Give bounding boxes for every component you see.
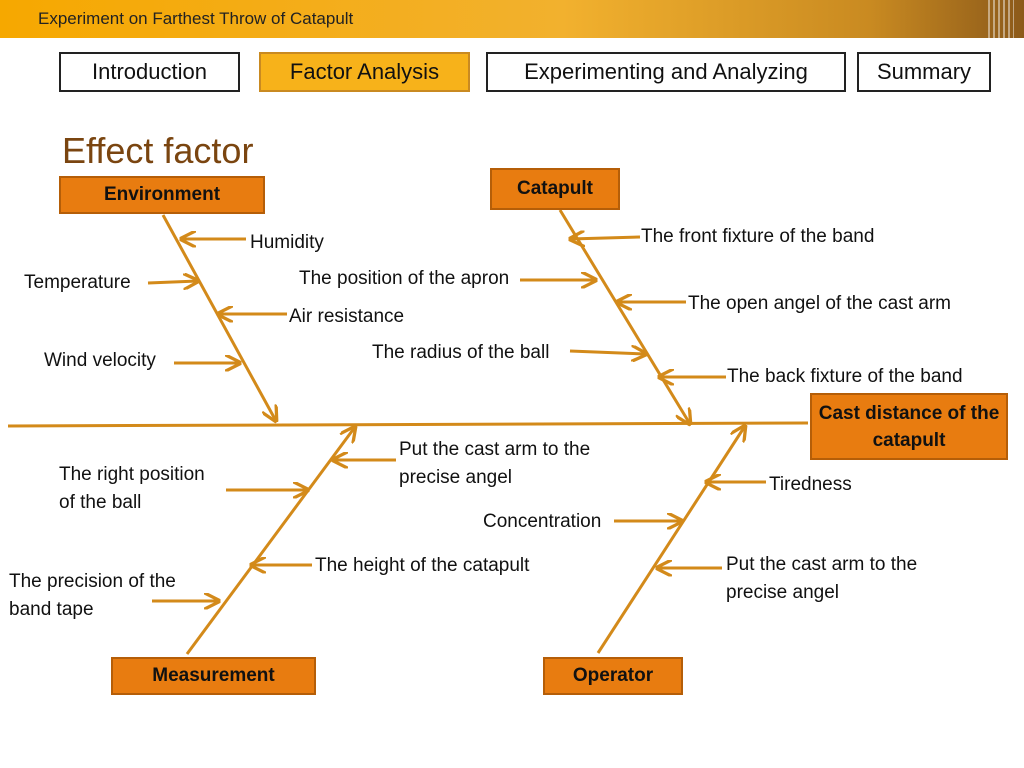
factor-tiredness: Tiredness [769,474,852,495]
factor-back-fixture: The back fixture of the band [727,366,963,387]
title-bar: Experiment on Farthest Throw of Catapult [0,0,1024,38]
operator-bone [596,426,745,654]
factor-height-catapult: The height of the catapult [315,555,530,576]
measurement-bone [185,427,355,655]
factor-wind-velocity: Wind velocity [44,350,156,371]
factor-band-tape: The precision of the band tape [9,571,176,620]
factor-air-resistance: Air resistance [289,306,405,327]
presentation-title: Experiment on Farthest Throw of Catapult [38,9,354,28]
factor-position-apron: The position of the apron [299,268,510,289]
arrow-temperature [147,281,198,283]
category-environment: Environment [59,176,265,214]
category-measurement: Measurement [111,657,316,695]
arrow-radius-ball [569,351,646,354]
factor-front-fixture: The front fixture of the band [641,226,875,247]
factor-humidity: Humidity [250,232,324,253]
tab-introduction[interactable]: Introduction [59,52,240,92]
factor-cast-arm-operator: Put the cast arm to the precise angel [726,554,918,603]
factor-radius-ball: The radius of the ball [372,342,550,363]
factor-concentration: Concentration [483,511,602,532]
category-catapult: Catapult [490,168,620,210]
tab-experimenting-and-analyzing[interactable]: Experimenting and Analyzing [486,52,846,92]
tab-factor-analysis[interactable]: Factor Analysis [259,52,470,92]
spine [7,421,809,428]
factor-temperature: Temperature [24,272,131,293]
title-bar-decoration [988,0,1014,38]
arrow-front-fixture [570,237,641,239]
page-heading: Effect factor [62,130,254,171]
factor-right-position: The right position of the ball [59,464,205,513]
tab-summary[interactable]: Summary [857,52,991,92]
effect-box: Cast distance of the catapult [810,393,1008,460]
factor-cast-arm-measurement: Put the cast arm to the precise angel [399,439,591,488]
factor-open-angel: The open angel of the cast arm [688,293,951,314]
category-operator: Operator [543,657,683,695]
